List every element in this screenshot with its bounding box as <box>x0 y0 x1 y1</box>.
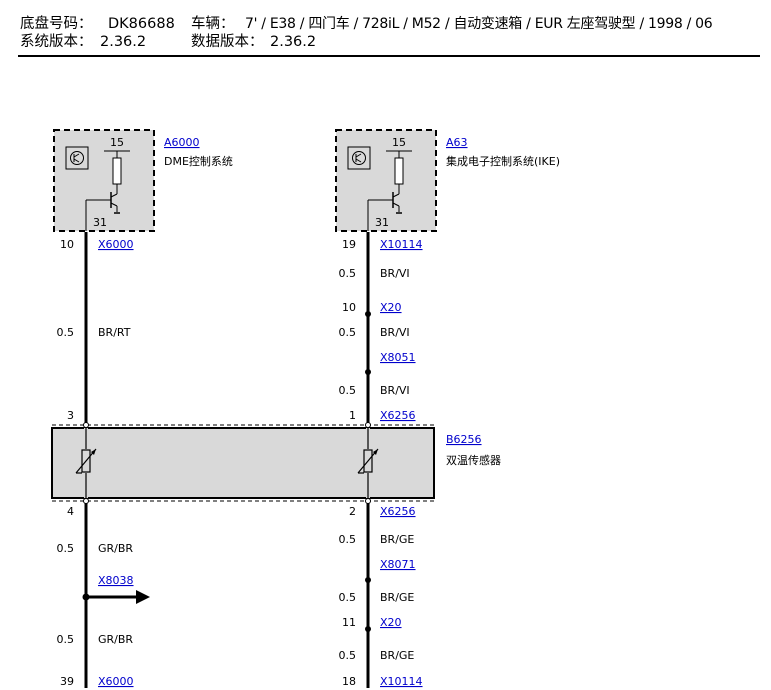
right-pin-top: 19 <box>342 238 356 251</box>
x8051-splice-dot <box>365 369 371 375</box>
right-pin-sensor-bottom: 2 <box>349 505 356 518</box>
a63-link[interactable]: A63 <box>446 136 468 149</box>
left-pin-sensor-top: 3 <box>67 409 74 422</box>
vehicle-label: 车辆： <box>191 16 235 32</box>
data-version-label: 数据版本： <box>191 34 264 50</box>
a6000-link[interactable]: A6000 <box>164 136 200 149</box>
system-version-label: 系统版本： <box>20 34 93 50</box>
a63-terminal-31: 31 <box>375 216 389 229</box>
x8051-link[interactable]: X8051 <box>380 351 416 364</box>
right-conn-top-link[interactable]: X10114 <box>380 238 423 251</box>
left-size-3: 0.5 <box>57 633 75 646</box>
left-color-1: BR/RT <box>98 326 131 339</box>
right-conn-sensor-bottom-link[interactable]: X6256 <box>380 505 416 518</box>
chassis-label: 底盘号码： <box>20 16 93 32</box>
right-conn-bottom-link[interactable]: X10114 <box>380 675 423 688</box>
right-color-3: BR/VI <box>380 384 410 397</box>
a6000-terminal-31: 31 <box>93 216 107 229</box>
chassis-value: DK86688 <box>108 16 175 32</box>
x8038-branch-arrow <box>82 590 150 604</box>
a6000-module <box>53 129 155 232</box>
right-color-2: BR/VI <box>380 326 410 339</box>
vehicle-value: 7' / E38 / 四门车 / 728iL / M52 / 自动变速箱 / E… <box>245 16 713 32</box>
right-size-6: 0.5 <box>339 649 357 662</box>
right-pin-bottom: 18 <box>342 675 356 688</box>
a6000-name: DME控制系统 <box>164 154 233 168</box>
right-color-1: BR/VI <box>380 267 410 280</box>
system-version-value: 2.36.2 <box>100 34 147 50</box>
right-color-6: BR/GE <box>380 649 414 662</box>
right-size-5: 0.5 <box>339 591 357 604</box>
left-size-1: 0.5 <box>57 326 75 339</box>
x20-top-link[interactable]: X20 <box>380 301 402 314</box>
right-color-5: BR/GE <box>380 591 414 604</box>
a63-terminal-15: 15 <box>392 136 406 149</box>
left-color-3: GR/BR <box>98 633 133 646</box>
data-version-value: 2.36.2 <box>270 34 317 50</box>
x20-top-splice-dot <box>365 311 371 317</box>
right-pin-sensor-top: 1 <box>349 409 356 422</box>
right-size-1: 0.5 <box>339 267 357 280</box>
a63-module <box>335 129 437 232</box>
left-size-2: 0.5 <box>57 542 75 555</box>
x20-bottom-splice-dot <box>365 626 371 632</box>
b6256-name: 双温传感器 <box>446 454 501 467</box>
left-pin-sensor-bottom: 4 <box>67 505 74 518</box>
a6000-terminal-15: 15 <box>110 136 124 149</box>
b6256-sensor-block <box>51 422 435 504</box>
x8071-splice-dot <box>365 577 371 583</box>
left-color-2: GR/BR <box>98 542 133 555</box>
right-conn-sensor-top-link[interactable]: X6256 <box>380 409 416 422</box>
left-conn-top-link[interactable]: X6000 <box>98 238 134 251</box>
right-size-2: 0.5 <box>339 326 357 339</box>
left-pin-top: 10 <box>60 238 74 251</box>
a63-name: 集成电子控制系统(IKE) <box>446 154 560 168</box>
x8038-link[interactable]: X8038 <box>98 574 134 587</box>
right-pin-x20-bottom: 11 <box>342 616 356 629</box>
right-size-3: 0.5 <box>339 384 357 397</box>
right-pin-x20-top: 10 <box>342 301 356 314</box>
left-pin-bottom: 39 <box>60 675 74 688</box>
right-size-4: 0.5 <box>339 533 357 546</box>
right-color-4: BR/GE <box>380 533 414 546</box>
left-conn-bottom-link[interactable]: X6000 <box>98 675 134 688</box>
header-divider <box>18 55 760 57</box>
b6256-link[interactable]: B6256 <box>446 433 482 446</box>
x20-bottom-link[interactable]: X20 <box>380 616 402 629</box>
x8071-link[interactable]: X8071 <box>380 558 416 571</box>
